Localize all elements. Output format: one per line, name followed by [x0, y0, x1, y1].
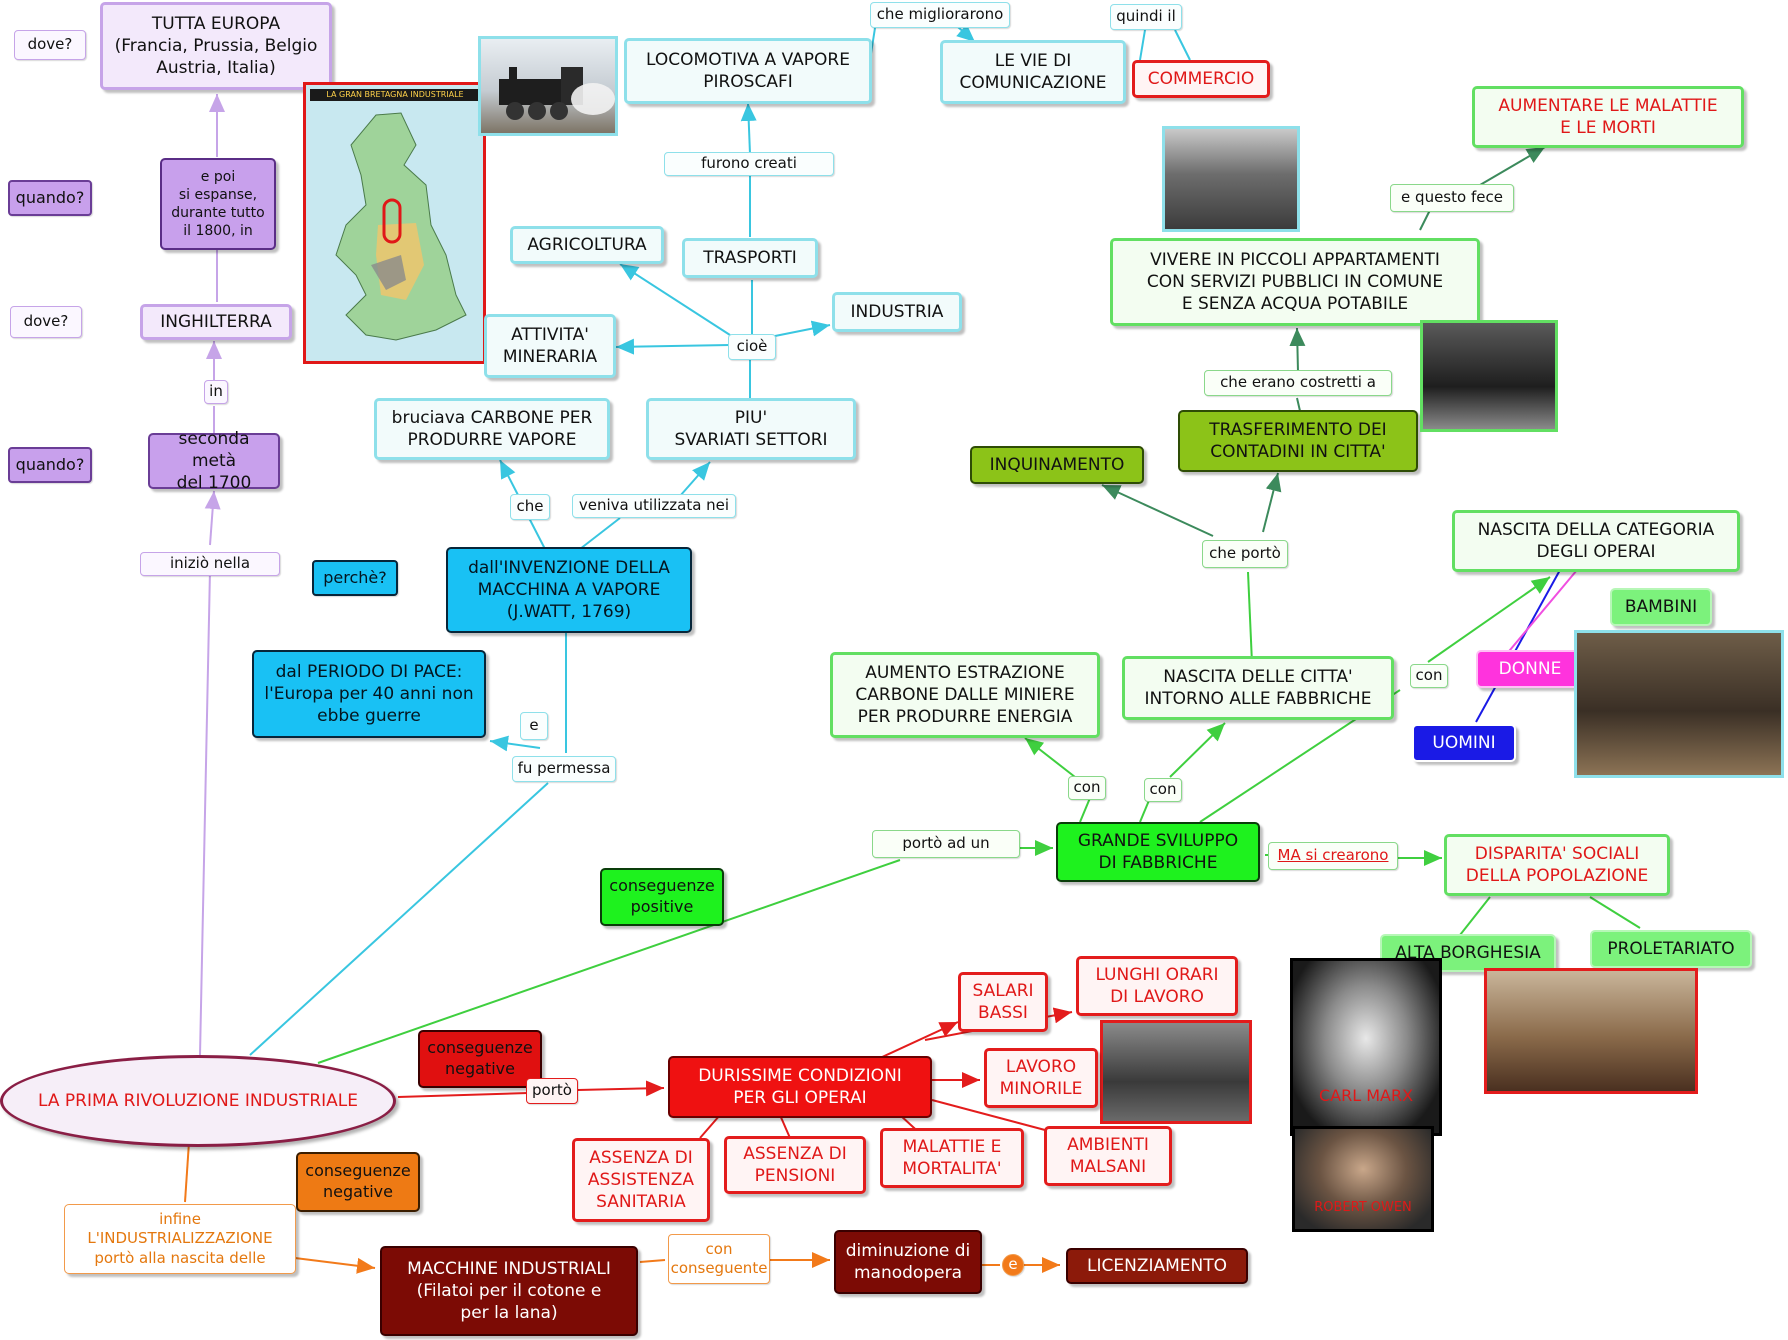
locomotive-drawing	[499, 67, 615, 120]
question-where-2[interactable]: dove?	[10, 306, 82, 338]
label-furono-creati[interactable]: furono creati	[664, 152, 834, 176]
node-disparita-sociali[interactable]: DISPARITA' SOCIALI DELLA POPOLAZIONE	[1444, 834, 1670, 896]
label-con-1[interactable]: con	[1068, 776, 1106, 800]
node-salari-bassi[interactable]: SALARI BASSI	[958, 972, 1048, 1032]
node-infine-industrializzazione[interactable]: infine L'INDUSTRIALIZZAZIONE portò alla …	[64, 1204, 296, 1274]
node-industria[interactable]: INDUSTRIA	[832, 292, 962, 332]
node-bruciava-carbone[interactable]: bruciava CARBONE PER PRODURRE VAPORE	[374, 398, 610, 460]
carl-marx-caption: CARL MARX	[1318, 1086, 1414, 1105]
node-lavoro-minorile[interactable]: LAVORO MINORILE	[984, 1048, 1098, 1108]
node-vie-comunicazione[interactable]: LE VIE DI COMUNICAZIONE	[940, 40, 1126, 104]
operai-links	[1475, 569, 1578, 723]
node-invenzione-macchina[interactable]: dall'INVENZIONE DELLA MACCHINA A VAPORE …	[446, 547, 692, 633]
label-con-3[interactable]: con	[1410, 664, 1448, 688]
node-proletariato[interactable]: PROLETARIATO	[1590, 930, 1752, 968]
slum-engraving	[1420, 320, 1558, 432]
label-conseguenze-negative-1[interactable]: conseguenze negative	[418, 1030, 542, 1088]
label-che-migliorarono[interactable]: che migliorarono	[870, 2, 1010, 28]
node-assenza-sanitaria[interactable]: ASSENZA DI ASSISTENZA SANITARIA	[572, 1138, 710, 1222]
label-fu-permessa[interactable]: fu permessa	[512, 756, 616, 782]
street-scene-painting	[1484, 968, 1698, 1094]
label-veniva-utilizzata[interactable]: veniva utilizzata nei	[572, 494, 736, 518]
node-aumentare-malattie[interactable]: AUMENTARE LE MALATTIE E LE MORTI	[1472, 86, 1744, 148]
label-conseguenze-negative-2[interactable]: conseguenze negative	[296, 1152, 420, 1212]
node-ambienti-malsani[interactable]: AMBIENTI MALSANI	[1044, 1126, 1172, 1186]
node-assenza-pensioni[interactable]: ASSENZA DI PENSIONI	[724, 1136, 866, 1194]
node-inquinamento[interactable]: INQUINAMENTO	[970, 446, 1144, 484]
label-quindi-il[interactable]: quindi il	[1110, 4, 1182, 30]
node-locomotiva[interactable]: LOCOMOTIVA A VAPORE PIROSCAFI	[624, 38, 872, 104]
node-bambini[interactable]: BAMBINI	[1610, 588, 1712, 626]
node-vivere-appartamenti[interactable]: VIVERE IN PICCOLI APPARTAMENTI CON SERVI…	[1110, 238, 1480, 326]
carl-marx-portrait: CARL MARX	[1290, 958, 1442, 1136]
node-nascita-operai[interactable]: NASCITA DELLA CATEGORIA DEGLI OPERAI	[1452, 510, 1740, 572]
negative-links	[397, 1007, 1073, 1139]
locomotive-photo	[478, 36, 618, 136]
node-periodo-pace[interactable]: dal PERIODO DI PACE: l'Europa per 40 ann…	[252, 650, 486, 738]
robert-owen-portrait: ROBERT OWEN	[1292, 1126, 1434, 1232]
label-costretti[interactable]: che erano costretti a	[1204, 370, 1392, 396]
map-great-britain-image: LA GRAN BRETAGNA INDUSTRIALE	[303, 82, 486, 364]
canteen-photo	[1162, 126, 1300, 232]
node-piu-settori[interactable]: PIU' SVARIATI SETTORI	[646, 398, 856, 460]
node-nascita-citta[interactable]: NASCITA DELLE CITTA' INTORNO ALLE FABBRI…	[1122, 656, 1394, 720]
label-in[interactable]: in	[204, 380, 228, 404]
question-when-1[interactable]: quando?	[8, 180, 92, 216]
map-title: LA GRAN BRETAGNA INDUSTRIALE	[310, 89, 480, 101]
child-labor-photo	[1100, 1020, 1252, 1124]
robert-owen-caption: ROBERT OWEN	[1314, 1200, 1412, 1215]
node-trasferimento[interactable]: TRASFERIMENTO DEI CONTADINI IN CITTA'	[1178, 410, 1418, 472]
root-node[interactable]: LA PRIMA RIVOLUZIONE INDUSTRIALE	[0, 1055, 396, 1147]
node-aumento-estrazione[interactable]: AUMENTO ESTRAZIONE CARBONE DALLE MINIERE…	[830, 652, 1100, 738]
label-con-conseguente[interactable]: con conseguente	[668, 1234, 770, 1284]
child-workers-photo	[1574, 630, 1784, 778]
node-lunghi-orari[interactable]: LUNGHI ORARI DI LAVORO	[1076, 956, 1238, 1016]
node-inghilterra[interactable]: INGHILTERRA	[140, 304, 292, 340]
node-diminuzione-manodopera[interactable]: diminuzione di manodopera	[834, 1230, 982, 1294]
label-che-porto[interactable]: che portò	[1202, 540, 1288, 568]
node-durissime-condizioni[interactable]: DURISSIME CONDIZIONI PER GLI OPERAI	[668, 1056, 932, 1118]
question-why[interactable]: perchè?	[312, 560, 398, 596]
node-donne[interactable]: DONNE	[1476, 650, 1584, 688]
label-porto[interactable]: portò	[526, 1078, 578, 1104]
question-where-1[interactable]: dove?	[14, 30, 86, 60]
label-cioe[interactable]: cioè	[728, 334, 776, 360]
node-grande-sviluppo[interactable]: GRANDE SVILUPPO DI FABBRICHE	[1056, 822, 1260, 882]
node-malattie-mortalita[interactable]: MALATTIE E MORTALITA'	[880, 1128, 1024, 1188]
transport-links	[249, 19, 1191, 1056]
label-che[interactable]: che	[510, 494, 550, 520]
label-e-2[interactable]: e	[1002, 1254, 1024, 1276]
timeline-links	[199, 94, 225, 1056]
olive-links	[1101, 146, 1546, 537]
node-trasporti[interactable]: TRASPORTI	[682, 238, 818, 278]
node-licenziamento[interactable]: LICENZIAMENTO	[1066, 1248, 1248, 1284]
label-e-poi[interactable]: e poi si espanse, durante tutto il 1800,…	[160, 158, 276, 250]
label-ma-si-crearono[interactable]: MA si crearono	[1268, 842, 1398, 870]
question-when-2[interactable]: quando?	[8, 447, 92, 483]
node-agricoltura[interactable]: AGRICOLTURA	[510, 226, 664, 264]
label-e[interactable]: e	[520, 712, 548, 740]
node-commercio[interactable]: COMMERCIO	[1132, 60, 1270, 98]
map-drawing	[335, 112, 467, 341]
node-tutta-europa[interactable]: TUTTA EUROPA (Francia, Prussia, Belgio A…	[100, 2, 332, 90]
node-macchine-industriali[interactable]: MACCHINE INDUSTRIALI (Filatoi per il cot…	[380, 1246, 638, 1336]
label-inizio-nella[interactable]: iniziò nella	[140, 552, 280, 576]
node-seconda-meta[interactable]: seconda metà del 1700	[148, 429, 280, 493]
label-porto-ad-un[interactable]: portò ad un	[872, 830, 1020, 858]
node-uomini[interactable]: UOMINI	[1412, 724, 1516, 762]
label-questo-fece[interactable]: e questo fece	[1390, 184, 1514, 212]
label-conseguenze-positive[interactable]: conseguenze positive	[600, 868, 724, 926]
label-con-2[interactable]: con	[1144, 778, 1182, 802]
node-attivita-mineraria[interactable]: ATTIVITA' MINERARIA	[484, 314, 616, 378]
